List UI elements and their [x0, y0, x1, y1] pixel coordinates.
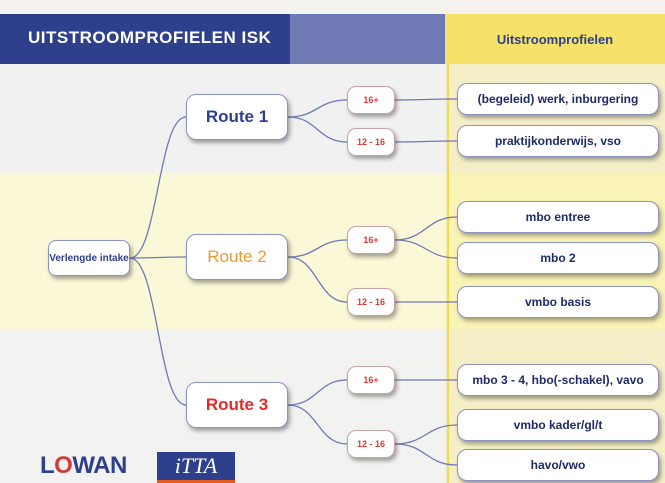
lowan-logo: LOWAN [40, 452, 127, 479]
connector-age-profile [394, 140, 458, 143]
route-3-age-12-16: 12 - 16 [347, 430, 395, 458]
connector-route-age [287, 116, 348, 143]
profile-vmbo-kader: vmbo kader/gl/t [457, 409, 659, 441]
profile-label: mbo 3 - 4, hbo(-schakel), vavo [472, 373, 644, 387]
profile-label: praktijkonderwijs, vso [494, 134, 622, 148]
route-3-label: Route 3 [205, 395, 269, 414]
route-1-label: Route 1 [205, 107, 269, 126]
age-label: 16+ [363, 375, 379, 385]
connector-route-age [287, 99, 348, 118]
connector-intake-route-2 [129, 256, 187, 259]
header-profiles-bar [445, 14, 665, 64]
profile-havo-vwo: havo/vwo [457, 449, 659, 481]
profiles-column-divider [447, 64, 449, 483]
age-label: 16+ [363, 95, 379, 105]
age-label: 12 - 16 [356, 137, 386, 147]
header-middle-bar [290, 14, 445, 64]
connector-route-age [287, 379, 348, 406]
profile-begeleid-werk: (begeleid) werk, inburgering [457, 83, 659, 115]
route-1-age-16plus: 16+ [347, 86, 395, 114]
age-label: 12 - 16 [356, 297, 386, 307]
profile-label: vmbo kader/gl/t [513, 418, 603, 432]
route-3-age-16plus: 16+ [347, 366, 395, 394]
profile-vmbo-basis: vmbo basis [457, 286, 659, 318]
connector-route-age [287, 239, 348, 258]
age-label: 16+ [363, 235, 379, 245]
profile-mbo-2: mbo 2 [457, 242, 659, 274]
route-3-box: Route 3 [186, 382, 288, 428]
connector-age-profile [394, 443, 458, 466]
route-1-age-12-16: 12 - 16 [347, 128, 395, 156]
connector-age-profile [394, 424, 458, 445]
connector-age-profile [394, 239, 458, 259]
connector-intake-route-1 [129, 116, 187, 259]
intake-label: Verlengde intake [49, 252, 129, 264]
route-2-age-16plus: 16+ [347, 226, 395, 254]
age-label: 12 - 16 [356, 439, 386, 449]
profile-mbo-entree: mbo entree [457, 201, 659, 233]
route-2-age-12-16: 12 - 16 [347, 288, 395, 316]
intake-box: Verlengde intake [48, 240, 130, 276]
connector-age-profile [394, 216, 458, 241]
profile-praktijkonderwijs: praktijkonderwijs, vso [457, 125, 659, 157]
profile-label: havo/vwo [530, 458, 586, 472]
header-title-bar [0, 14, 290, 64]
connector-intake-route-3 [129, 257, 187, 406]
connector-route-age [287, 256, 348, 303]
itta-logo: iTTA [157, 452, 235, 483]
profiles-column-title: Uitstroomprofielen [496, 32, 614, 47]
profile-label: mbo entree [525, 210, 591, 224]
profile-label: vmbo basis [524, 295, 592, 309]
page-title: UITSTROOMPROFIELEN ISK [28, 28, 272, 47]
route-2-label: Route 2 [207, 247, 267, 266]
connector-age-profile [394, 98, 458, 101]
route-2-box: Route 2 [186, 234, 288, 280]
profile-label: mbo 2 [540, 251, 576, 265]
profile-mbo-3-4: mbo 3 - 4, hbo(-schakel), vavo [457, 364, 659, 396]
route-1-box: Route 1 [186, 94, 288, 140]
profile-label: (begeleid) werk, inburgering [477, 92, 639, 106]
connector-route-age [287, 404, 348, 445]
